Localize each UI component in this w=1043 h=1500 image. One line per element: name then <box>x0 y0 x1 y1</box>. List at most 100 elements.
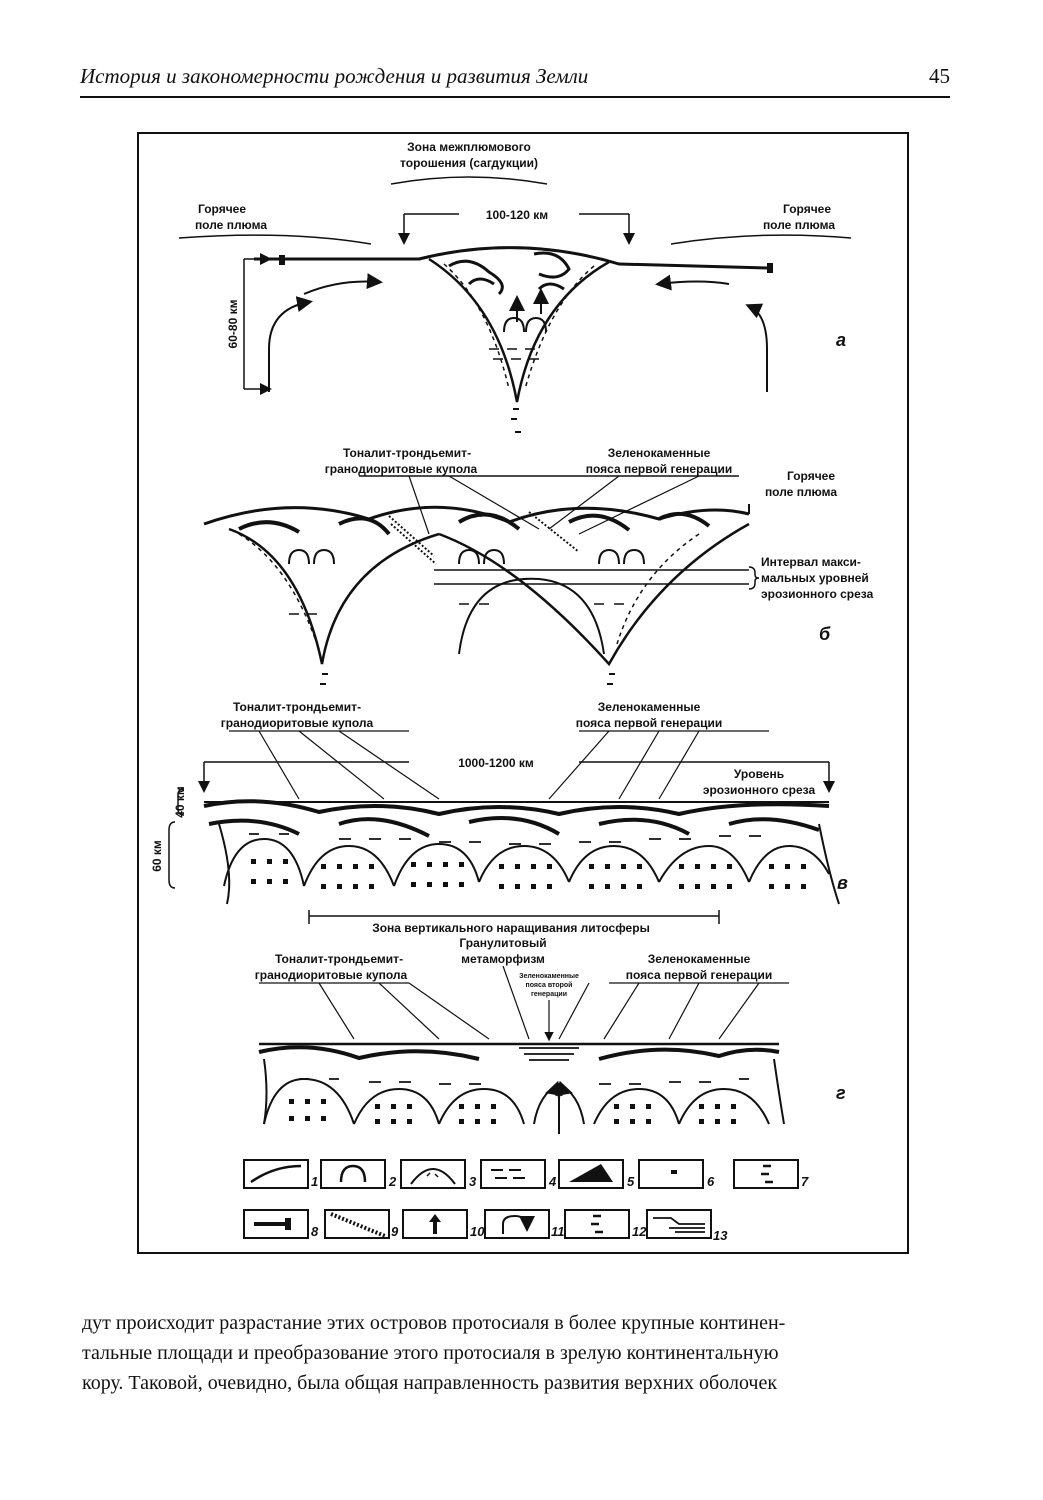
plume-dots <box>251 859 806 889</box>
legend-number-7: 7 <box>801 1174 809 1189</box>
width-label: 1000-1200 км <box>458 756 534 770</box>
legend-number-5: 5 <box>627 1174 635 1189</box>
legend-number-9: 9 <box>391 1224 399 1239</box>
second-gen-label-3: генерации <box>531 991 567 998</box>
legend-item-12: 12 <box>564 1209 647 1239</box>
dome-arches <box>223 837 830 887</box>
deformed-volcanics <box>238 511 711 536</box>
arc-1 <box>228 527 440 665</box>
leader-9 <box>718 982 760 1040</box>
running-title: История и закономерности рождения и разв… <box>80 64 589 88</box>
leader-2 <box>448 475 540 530</box>
leader-3 <box>338 730 440 800</box>
granulite-label-1: Гранулитовый <box>459 936 546 950</box>
dome-symbols <box>288 548 645 565</box>
hot-label-1: Горячее <box>787 469 835 483</box>
flow-arrow-right-up <box>745 303 768 392</box>
second-gen-belt <box>519 1047 579 1061</box>
panel-v: Тоналит-трондьемит- гранодиоритовые купо… <box>150 700 848 935</box>
tonalite-label-1: Тоналит-трондьемит- <box>233 700 361 714</box>
legend-item-8: 8 <box>243 1209 319 1239</box>
leader-7 <box>603 982 640 1040</box>
leader-1 <box>318 982 355 1040</box>
leader-4 <box>548 730 610 800</box>
leader-1 <box>408 475 430 535</box>
leader-8 <box>668 982 700 1040</box>
figure-frame: Зона межплюмового торошения (сагдукции) … <box>137 132 909 1254</box>
granulite-dashes <box>489 348 539 360</box>
second-gen-label-1: Зеленокаменные <box>519 973 579 980</box>
interval-brace <box>748 566 760 590</box>
legend-item-5: 5 <box>558 1159 635 1189</box>
greenstone-label-2: пояса первой генерации <box>576 716 723 730</box>
leader-5 <box>618 730 660 800</box>
figure-diagram: Зона межплюмового торошения (сагдукции) … <box>150 140 874 1243</box>
legend-item-3: 3 <box>400 1159 477 1189</box>
zone-label-2: торошения (сагдукции) <box>400 156 538 170</box>
running-head: История и закономерности рождения и разв… <box>80 62 950 98</box>
dome-arches <box>263 1077 770 1125</box>
flow-arrow-left-up <box>268 296 313 392</box>
greenstone-belts <box>388 511 580 565</box>
crust-top <box>203 799 830 817</box>
subduct-flow-right <box>524 265 595 390</box>
melt-symbols <box>511 408 521 433</box>
leader-3 <box>408 982 490 1040</box>
legend: 1 2 3 4 5 6 7 <box>243 1159 809 1243</box>
legend-item-10: 10 <box>402 1209 485 1239</box>
legend-number-4: 4 <box>548 1174 557 1189</box>
greenstone-label-1: Зеленокаменные <box>598 700 701 714</box>
panel-letter-v: в <box>837 873 848 893</box>
greenstone-label-2: пояса первой генерации <box>586 462 733 476</box>
leader-2 <box>378 982 440 1040</box>
leader-4 <box>502 965 530 1040</box>
legend-number-3: 3 <box>469 1174 477 1189</box>
flow-arrow-left-in <box>303 273 383 295</box>
zone-brace <box>390 176 548 185</box>
tonalite-label-2: гранодиоритовые купола <box>255 968 408 982</box>
legend-number-11: 11 <box>551 1224 565 1239</box>
second-gen-label-2: пояса второй <box>526 981 573 989</box>
hot-label-2: поле плюма <box>765 485 837 499</box>
tonalite-label-2: гранодиоритовые купола <box>221 716 374 730</box>
surface-line <box>254 246 770 270</box>
plume-dots <box>289 1099 736 1124</box>
granulite-dashes <box>249 833 761 845</box>
depth-bracket-40 <box>177 788 185 816</box>
flow-dash-1 <box>238 533 318 645</box>
zone-label: Зона вертикального наращивания литосферы <box>372 921 650 935</box>
depth-label-60: 60 км <box>150 840 164 872</box>
body-line-1: дут происходит разрастание этих островов… <box>82 1312 786 1334</box>
legend-item-2: 2 <box>320 1159 397 1189</box>
legend-item-7: 7 <box>733 1159 809 1189</box>
dome-arch <box>458 577 605 655</box>
legend-number-6: 6 <box>707 1174 715 1189</box>
width-label: 100-120 км <box>486 208 548 222</box>
hot-right-2: поле плюма <box>763 218 835 232</box>
legend-item-4: 4 <box>480 1159 557 1189</box>
granulite-dashes <box>299 1078 749 1085</box>
dome-symbols <box>503 316 547 333</box>
legend-item-9: 9 <box>324 1209 399 1239</box>
edge-curves <box>218 823 840 905</box>
legend-number-1: 1 <box>311 1174 318 1189</box>
legend-number-10: 10 <box>470 1224 485 1239</box>
leader-6 <box>558 982 590 1040</box>
split-arrow-right <box>555 1080 573 1134</box>
leader-6 <box>658 730 700 800</box>
split-arrow-left <box>545 1080 563 1134</box>
hot-left-brace <box>178 234 372 245</box>
hot-right-1: Горячее <box>783 202 831 216</box>
panel-g: Гранулитовый метаморфизм Тоналит-трондье… <box>255 936 846 1134</box>
wedge-outline <box>428 257 610 403</box>
panel-letter-b: б <box>819 624 831 644</box>
tonalite-label-2: гранодиоритовые купола <box>325 462 478 476</box>
depth-bracket-60 <box>168 821 176 889</box>
hot-left-2: поле плюма <box>195 218 267 232</box>
greenstone-label-1: Зеленокаменные <box>608 446 711 460</box>
legend-number-8: 8 <box>311 1224 319 1239</box>
legend-number-12: 12 <box>632 1224 647 1239</box>
panel-letter-a: а <box>836 330 846 350</box>
panel-a: Зона межплюмового торошения (сагдукции) … <box>178 140 852 433</box>
body-text: дут происходит разрастание этих островов… <box>82 1308 952 1398</box>
